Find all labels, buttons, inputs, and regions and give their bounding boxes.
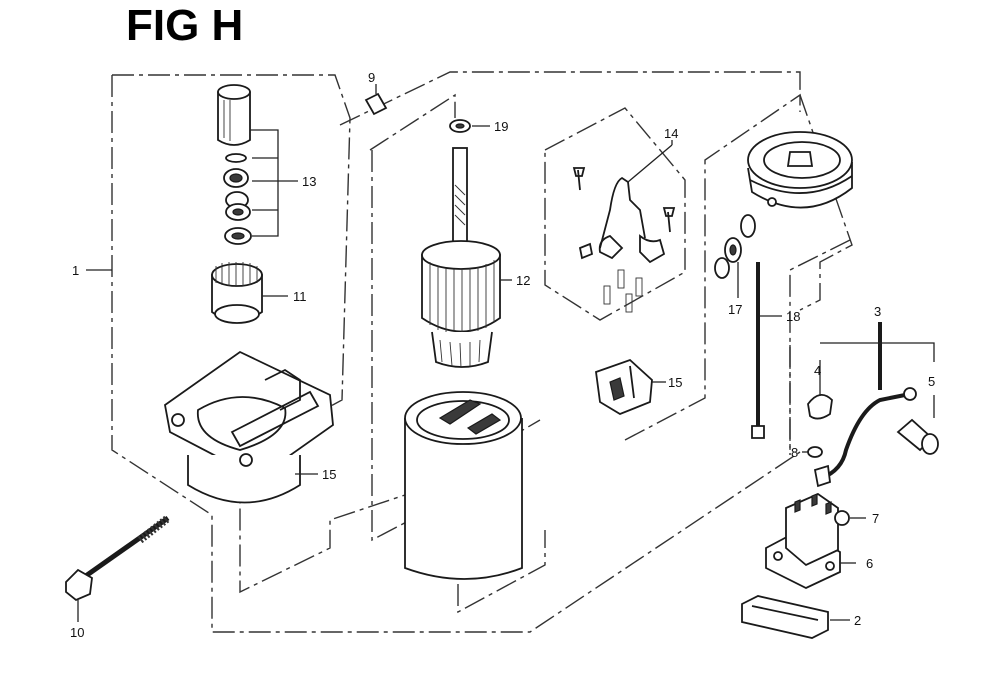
callout-10: 10 [70, 625, 84, 640]
callout-17: 17 [728, 302, 742, 317]
part-9-pin [364, 84, 388, 116]
part-13-pinion-stop-set [217, 84, 298, 245]
callout-9: 9 [368, 70, 375, 85]
part-8-nut [802, 446, 823, 458]
assembly-boundary [111, 74, 801, 633]
callout-3: 3 [874, 304, 881, 319]
callout-8: 8 [791, 445, 798, 460]
callout-4: 4 [814, 363, 821, 378]
callout-12: 12 [516, 273, 530, 288]
brush-holder-boundary [544, 107, 686, 321]
part-2-mounting-strap [741, 595, 850, 639]
callout-15-brush-plate: 15 [668, 375, 682, 390]
callout-11: 11 [293, 289, 307, 304]
callout-labels: 1 2 3 4 5 6 7 8 9 10 11 12 13 14 15 15 1… [70, 70, 935, 640]
part-15-brush-plate [595, 358, 666, 416]
callout-13: 13 [302, 174, 316, 189]
callout-7: 7 [872, 511, 879, 526]
part-18-stud-bolt [751, 262, 782, 439]
part-19-washer [449, 119, 490, 133]
part-15-front-bracket [164, 350, 334, 504]
part-12-armature [421, 147, 512, 369]
callout-14: 14 [664, 126, 678, 141]
part-6-solenoid [765, 492, 856, 590]
part-3-lead-wire [813, 322, 917, 488]
callout-18: 18 [786, 309, 800, 324]
part-17-nuts-washers [714, 214, 756, 298]
callout-6: 6 [866, 556, 873, 571]
callout-19: 19 [494, 119, 508, 134]
part-7-nut [834, 510, 866, 526]
callout-5: 5 [928, 374, 935, 389]
part-11-pinion-gear [211, 262, 288, 324]
group-boundaries [111, 71, 853, 633]
motor-yoke [404, 391, 523, 580]
part-10-through-bolt [65, 514, 171, 622]
brush-plate-boundary [624, 93, 801, 441]
callout-1: 1 [72, 263, 79, 278]
part-4-terminal-cap [807, 360, 833, 420]
part-5-terminal-nut [820, 342, 939, 455]
figure-title: FIG H [126, 1, 243, 50]
part-14-brush-holder-set [572, 140, 676, 313]
callout-2: 2 [854, 613, 861, 628]
callout-15-front-bracket: 15 [322, 467, 336, 482]
rear-end-cover [747, 131, 853, 209]
